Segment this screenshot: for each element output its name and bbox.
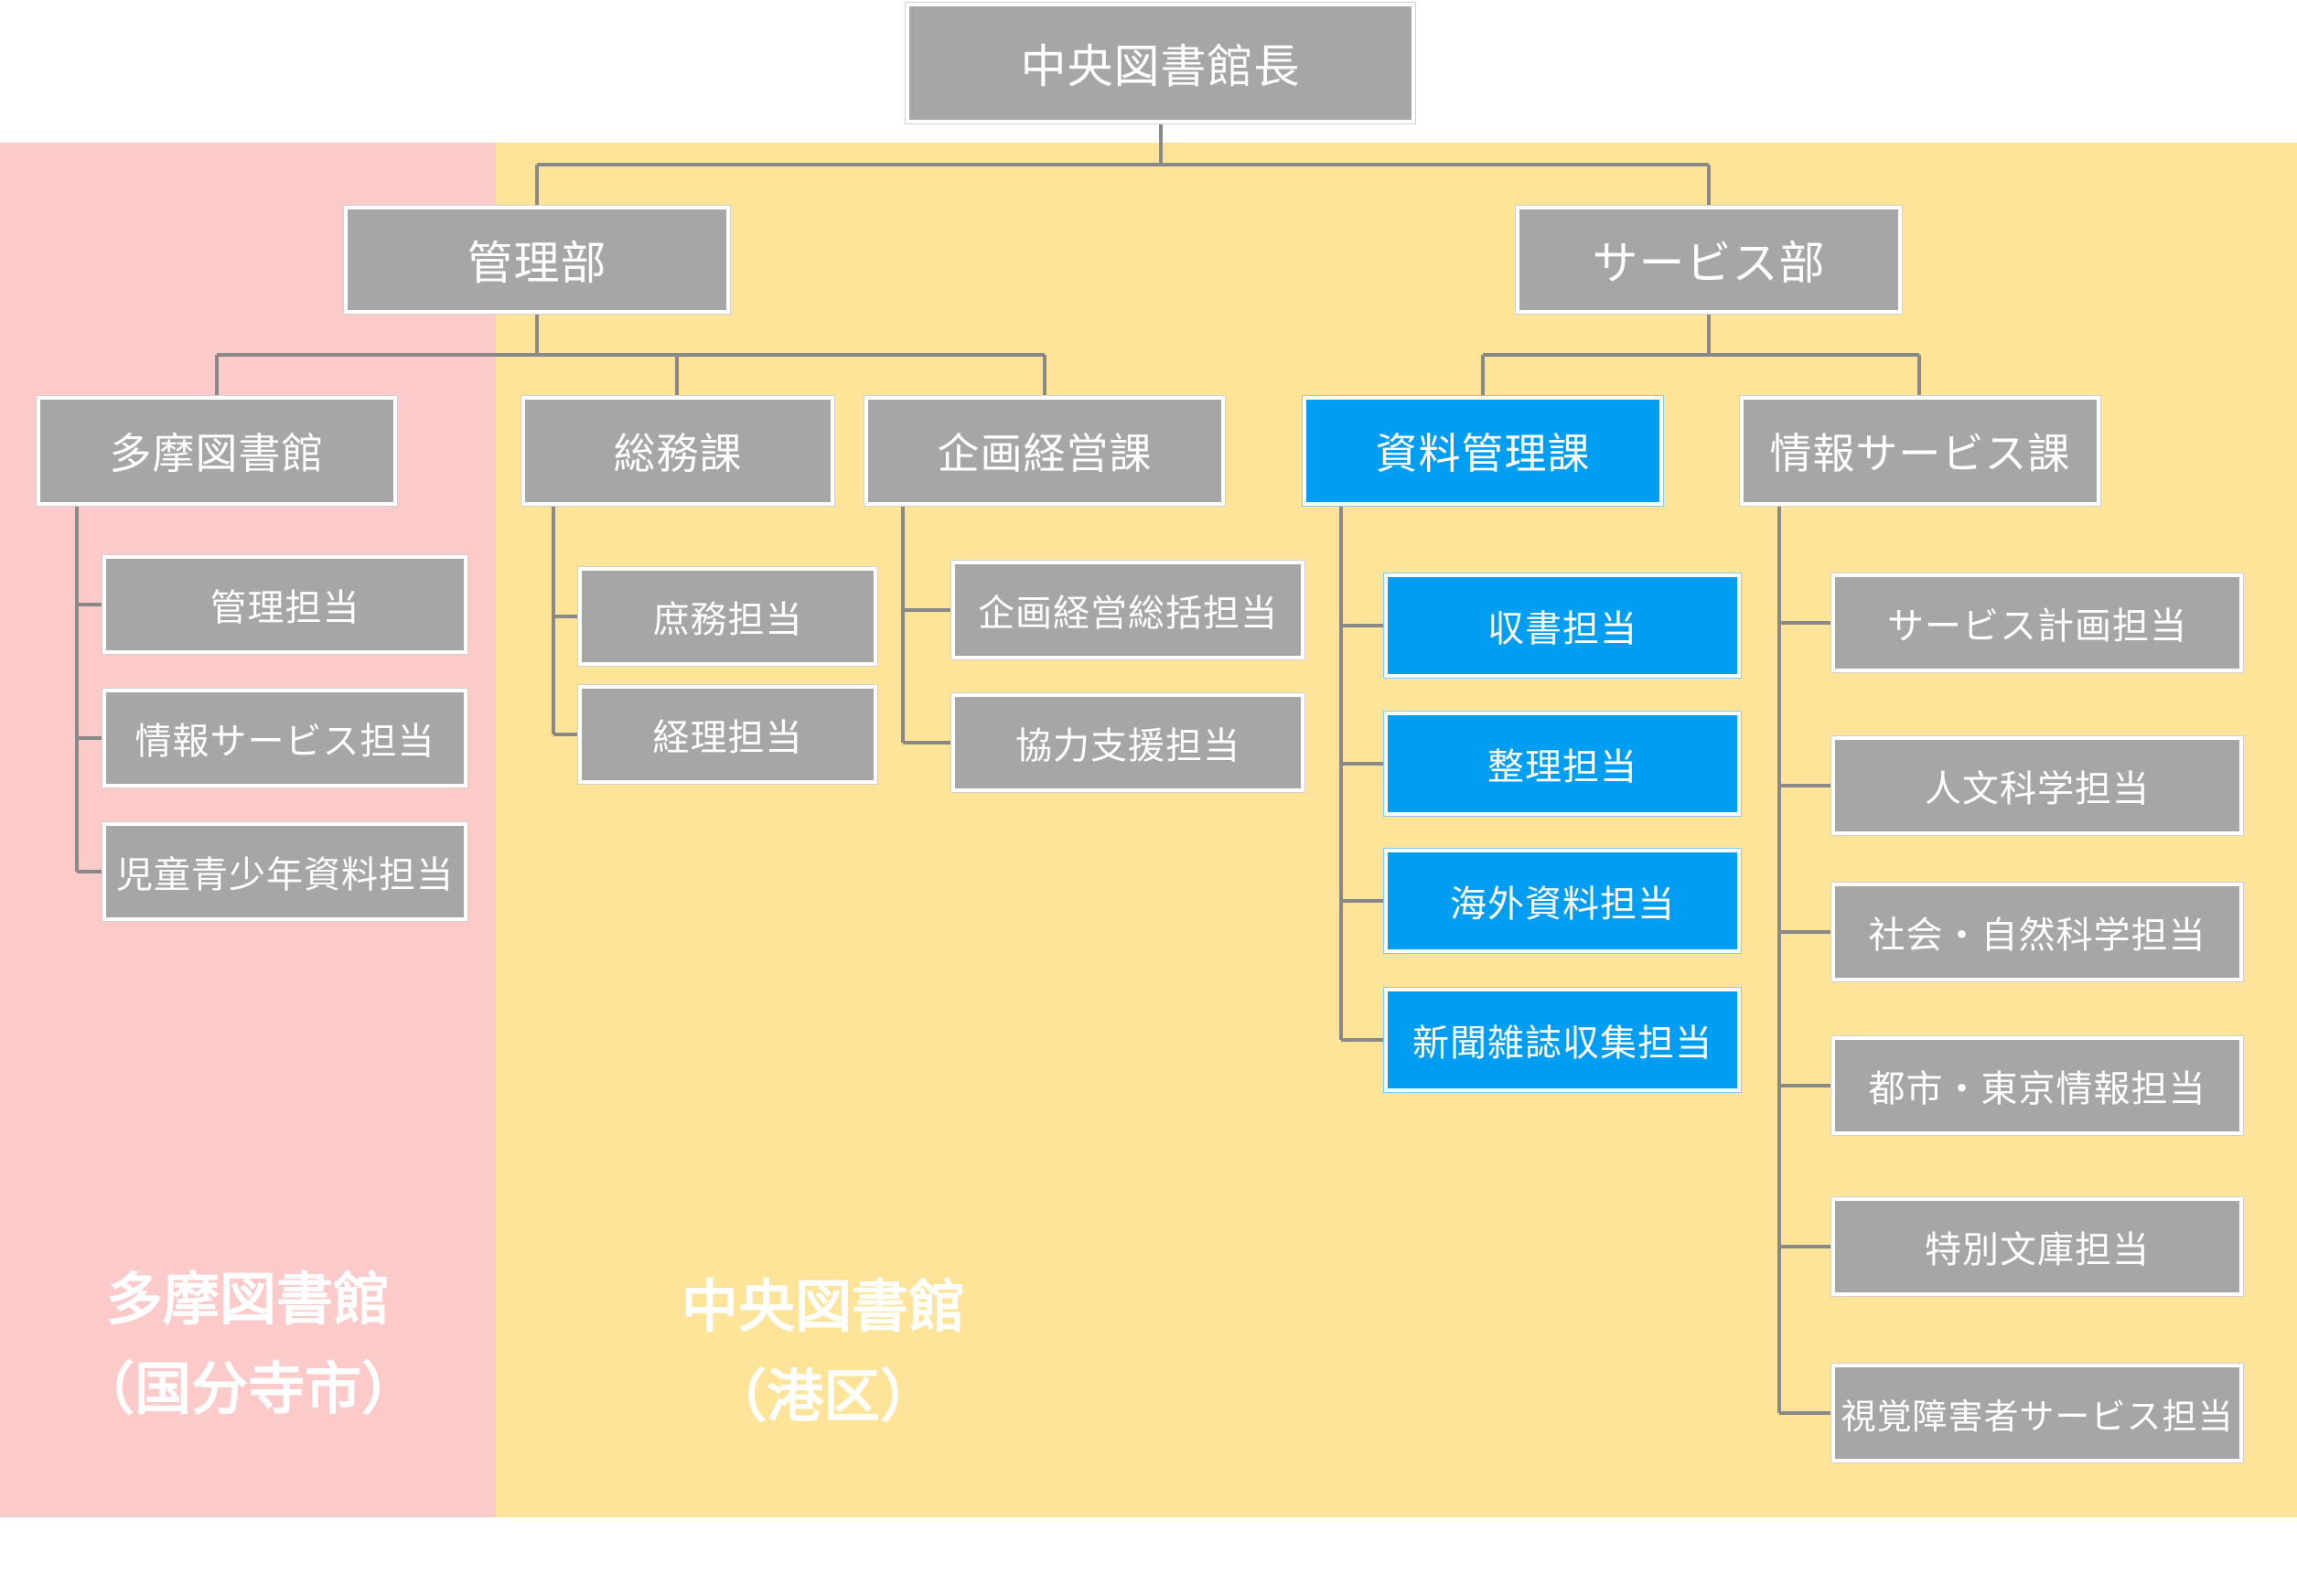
unit-cataloging: 整理担当 bbox=[1384, 712, 1741, 816]
unit-tama-admin: 管理担当 bbox=[102, 555, 467, 654]
node-info-service: 情報サービス課 bbox=[1740, 396, 2100, 506]
chuo-region-label: 中央図書館 （港区） bbox=[640, 1262, 1006, 1441]
unit-tama-children: 児童青少年資料担当 bbox=[102, 822, 467, 921]
unit-visually-impaired-service: 視覚障害者サービス担当 bbox=[1831, 1364, 2243, 1462]
node-materials: 資料管理課 bbox=[1303, 396, 1663, 506]
unit-accounting: 経理担当 bbox=[578, 685, 877, 784]
unit-foreign-materials: 海外資料担当 bbox=[1384, 849, 1741, 953]
node-planning: 企画経営課 bbox=[864, 396, 1225, 506]
unit-service-planning: サービス計画担当 bbox=[1831, 573, 2243, 672]
unit-newspapers-serials: 新聞雑誌収集担当 bbox=[1384, 988, 1741, 1092]
tama-region-name: 多摩図書館 bbox=[105, 1266, 390, 1333]
unit-cooperation-support: 協力支援担当 bbox=[951, 693, 1304, 792]
unit-planning-general: 企画経営総括担当 bbox=[951, 561, 1304, 659]
unit-acquisitions: 収書担当 bbox=[1384, 573, 1741, 678]
unit-social-natural-sciences: 社会・自然科学担当 bbox=[1831, 883, 2243, 981]
node-head: 中央図書館長 bbox=[906, 3, 1415, 123]
unit-general-affairs-clerical: 庶務担当 bbox=[578, 567, 877, 666]
node-service-dept: サービス部 bbox=[1516, 206, 1902, 314]
unit-tokyo-info: 都市・東京情報担当 bbox=[1831, 1036, 2243, 1135]
tama-region-location: （国分寺市） bbox=[77, 1355, 418, 1422]
node-admin-dept: 管理部 bbox=[344, 206, 730, 314]
chuo-region-name: 中央図書館 bbox=[681, 1273, 965, 1340]
chuo-region-location: （港区） bbox=[709, 1363, 937, 1430]
node-tama-library: 多摩図書館 bbox=[37, 396, 397, 506]
tama-region-label: 多摩図書館 （国分寺市） bbox=[0, 1255, 496, 1434]
node-general-affairs: 総務課 bbox=[521, 396, 834, 506]
unit-humanities: 人文科学担当 bbox=[1831, 736, 2243, 835]
unit-special-collections: 特別文庫担当 bbox=[1831, 1197, 2243, 1296]
unit-tama-info-service: 情報サービス担当 bbox=[102, 689, 467, 787]
